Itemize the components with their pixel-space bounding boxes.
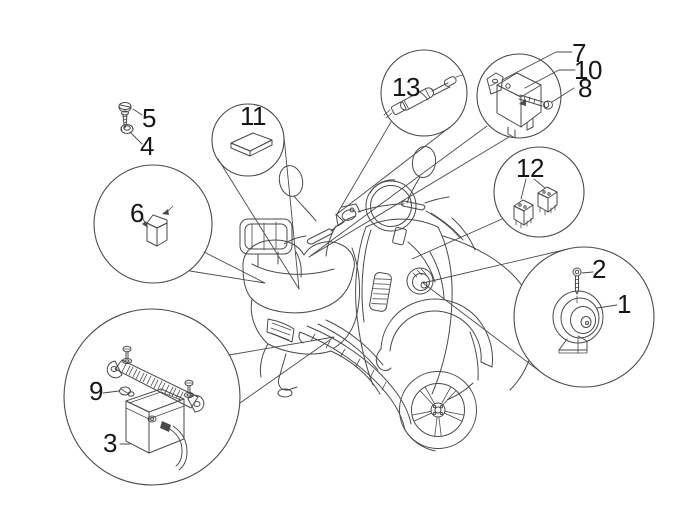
- leader-regulator: [308, 125, 510, 258]
- leader-horn: [422, 248, 569, 374]
- callout-circle-cable: [380, 49, 468, 137]
- callout-label-2: 2: [592, 254, 606, 284]
- scooter-line-art: [239, 146, 537, 452]
- underbody: [250, 298, 381, 395]
- part-regulator-10: [496, 72, 542, 139]
- callout-label-9: 9: [89, 376, 103, 406]
- callout-label-13: 13: [392, 72, 420, 102]
- part-battery-strap: [106, 359, 205, 413]
- callout-circle-diode: [93, 164, 213, 284]
- part-battery-3: [125, 388, 188, 471]
- part-horn-1: [552, 290, 604, 354]
- callout-label-5: 5: [142, 103, 156, 133]
- side-stand: [277, 353, 298, 398]
- front-wheel: [399, 331, 479, 449]
- part-clip-9: [119, 386, 135, 397]
- leader-1: [596, 304, 618, 309]
- callout-label-7: 7: [572, 38, 586, 68]
- callout-label-10: 10: [574, 55, 602, 85]
- callout-label-12: 12: [516, 153, 544, 183]
- part-support-clip-7: [486, 72, 504, 95]
- leader-battery: [228, 336, 335, 404]
- luggage-rack: [239, 218, 293, 267]
- leader-cable: [336, 121, 451, 215]
- callout-circle-battery: [63, 308, 241, 486]
- part-relays-12: [513, 178, 558, 229]
- callout-label-6: 6: [130, 198, 144, 228]
- side-vent-grille: [369, 272, 392, 312]
- leader-lines: [189, 121, 569, 404]
- leader-diode: [189, 251, 266, 284]
- callout-label-3: 3: [103, 428, 117, 458]
- handlebar: [283, 196, 476, 257]
- leader-8: [551, 87, 575, 103]
- leader-7: [501, 51, 573, 81]
- front-fender: [375, 298, 493, 371]
- seat: [242, 239, 355, 314]
- horn-grille-emblem: [406, 267, 434, 295]
- part-strap-screws: [122, 345, 194, 399]
- part-cable-13: [383, 74, 464, 119]
- callout-label-8: 8: [578, 73, 592, 103]
- part-nut-4: [120, 124, 134, 134]
- leader-relays: [411, 218, 503, 260]
- leader-5: [132, 108, 143, 116]
- callout-labels: 1 2 3 4 5 6 7 8 9 10 11 12 13: [89, 38, 632, 458]
- callout-label-1: 1: [617, 289, 631, 319]
- part-cover-11: [230, 132, 273, 157]
- part-screw-8: [518, 94, 553, 110]
- headlight: [365, 179, 417, 232]
- leader-2: [581, 271, 594, 274]
- part-screw-5: [118, 102, 132, 129]
- part-diode-6: [140, 205, 174, 247]
- mirror-left: [278, 165, 317, 222]
- leader-10: [524, 69, 576, 89]
- leader-4: [129, 131, 143, 145]
- leader-cover: [217, 136, 300, 290]
- legshield: [333, 218, 537, 395]
- leader-9: [102, 390, 120, 394]
- callout-label-11: 11: [240, 101, 266, 131]
- callout-label-4: 4: [140, 131, 154, 161]
